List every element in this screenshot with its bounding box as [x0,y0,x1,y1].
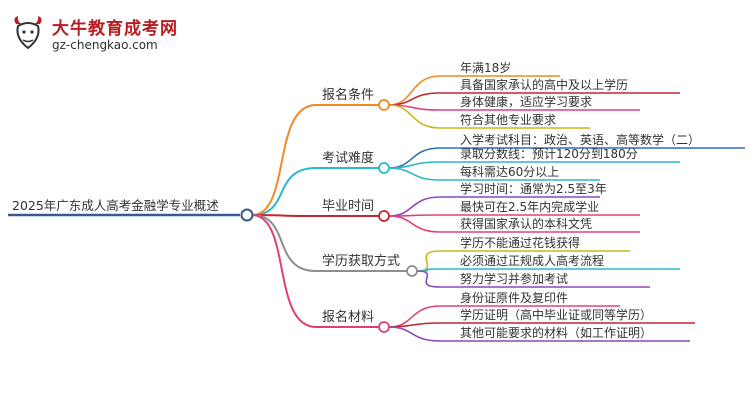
leaf-label: 身份证原件及复印件 [460,290,568,305]
leaf-label: 入学考试科目：政治、英语、高等数学（二） [460,132,700,147]
branch-label: 报名材料 [322,309,374,325]
leaf-connector [388,167,441,181]
leaf-label: 符合其他专业要求 [460,112,556,127]
leaf-connector [388,104,441,129]
leaf-connector [388,161,441,169]
leaf-label: 学习时间：通常为2.5至3年 [460,181,607,196]
branch-label: 学历获取方式 [322,253,400,269]
branch-node[interactable] [406,265,418,277]
leaf-label: 获得国家承认的本科文凭 [460,216,592,231]
branch-connector [251,214,317,217]
leaf-label: 最快可在2.5年内完成学业 [460,199,599,214]
branch-connector [251,104,317,216]
brand-header: 大牛教育成考网 gz-chengkao.com [8,14,178,58]
leaf-label: 努力学习并参加考试 [460,271,568,286]
leaf-label: 具备国家承认的高中及以上学历 [460,77,628,92]
leaf-label: 年满18岁 [460,60,511,75]
branch-label: 报名条件 [322,87,374,103]
branch-connector [251,214,317,272]
leaf-label: 学历不能通过花钱获得 [460,235,580,250]
leaf-connector [388,326,441,342]
leaf-label: 必须通过正规成人高考流程 [460,253,604,268]
leaf-connector [416,270,441,288]
branch-node[interactable] [378,99,390,111]
branch-node[interactable] [378,321,390,333]
leaf-label: 录取分数线：预计120分到180分 [460,146,638,161]
root-topic: 2025年广东成人高考金融学专业概述 [12,198,219,213]
brand-url[interactable]: gz-chengkao.com [52,38,158,52]
leaf-connector [388,322,441,328]
leaf-connector [388,75,441,106]
leaf-connector [388,196,441,217]
leaf-connector [388,215,441,233]
brand-name: 大牛教育成考网 [52,19,178,39]
branch-connector [251,167,317,216]
root-node[interactable] [240,208,254,222]
bull-logo-icon [14,16,42,50]
leaf-label: 身体健康，适应学习要求 [460,94,592,109]
branch-label: 毕业时间 [322,199,374,214]
leaf-connector [416,250,441,272]
leaf-label: 每科需达60分以上 [460,164,559,179]
branch-connector [251,214,317,328]
leaf-label: 学历证明（高中毕业证或同等学历） [460,307,652,322]
branch-node[interactable] [378,162,390,174]
branch-label: 考试难度 [322,150,374,166]
leaf-label: 其他可能要求的材料（如工作证明） [460,325,652,340]
branch-node[interactable] [378,210,390,222]
